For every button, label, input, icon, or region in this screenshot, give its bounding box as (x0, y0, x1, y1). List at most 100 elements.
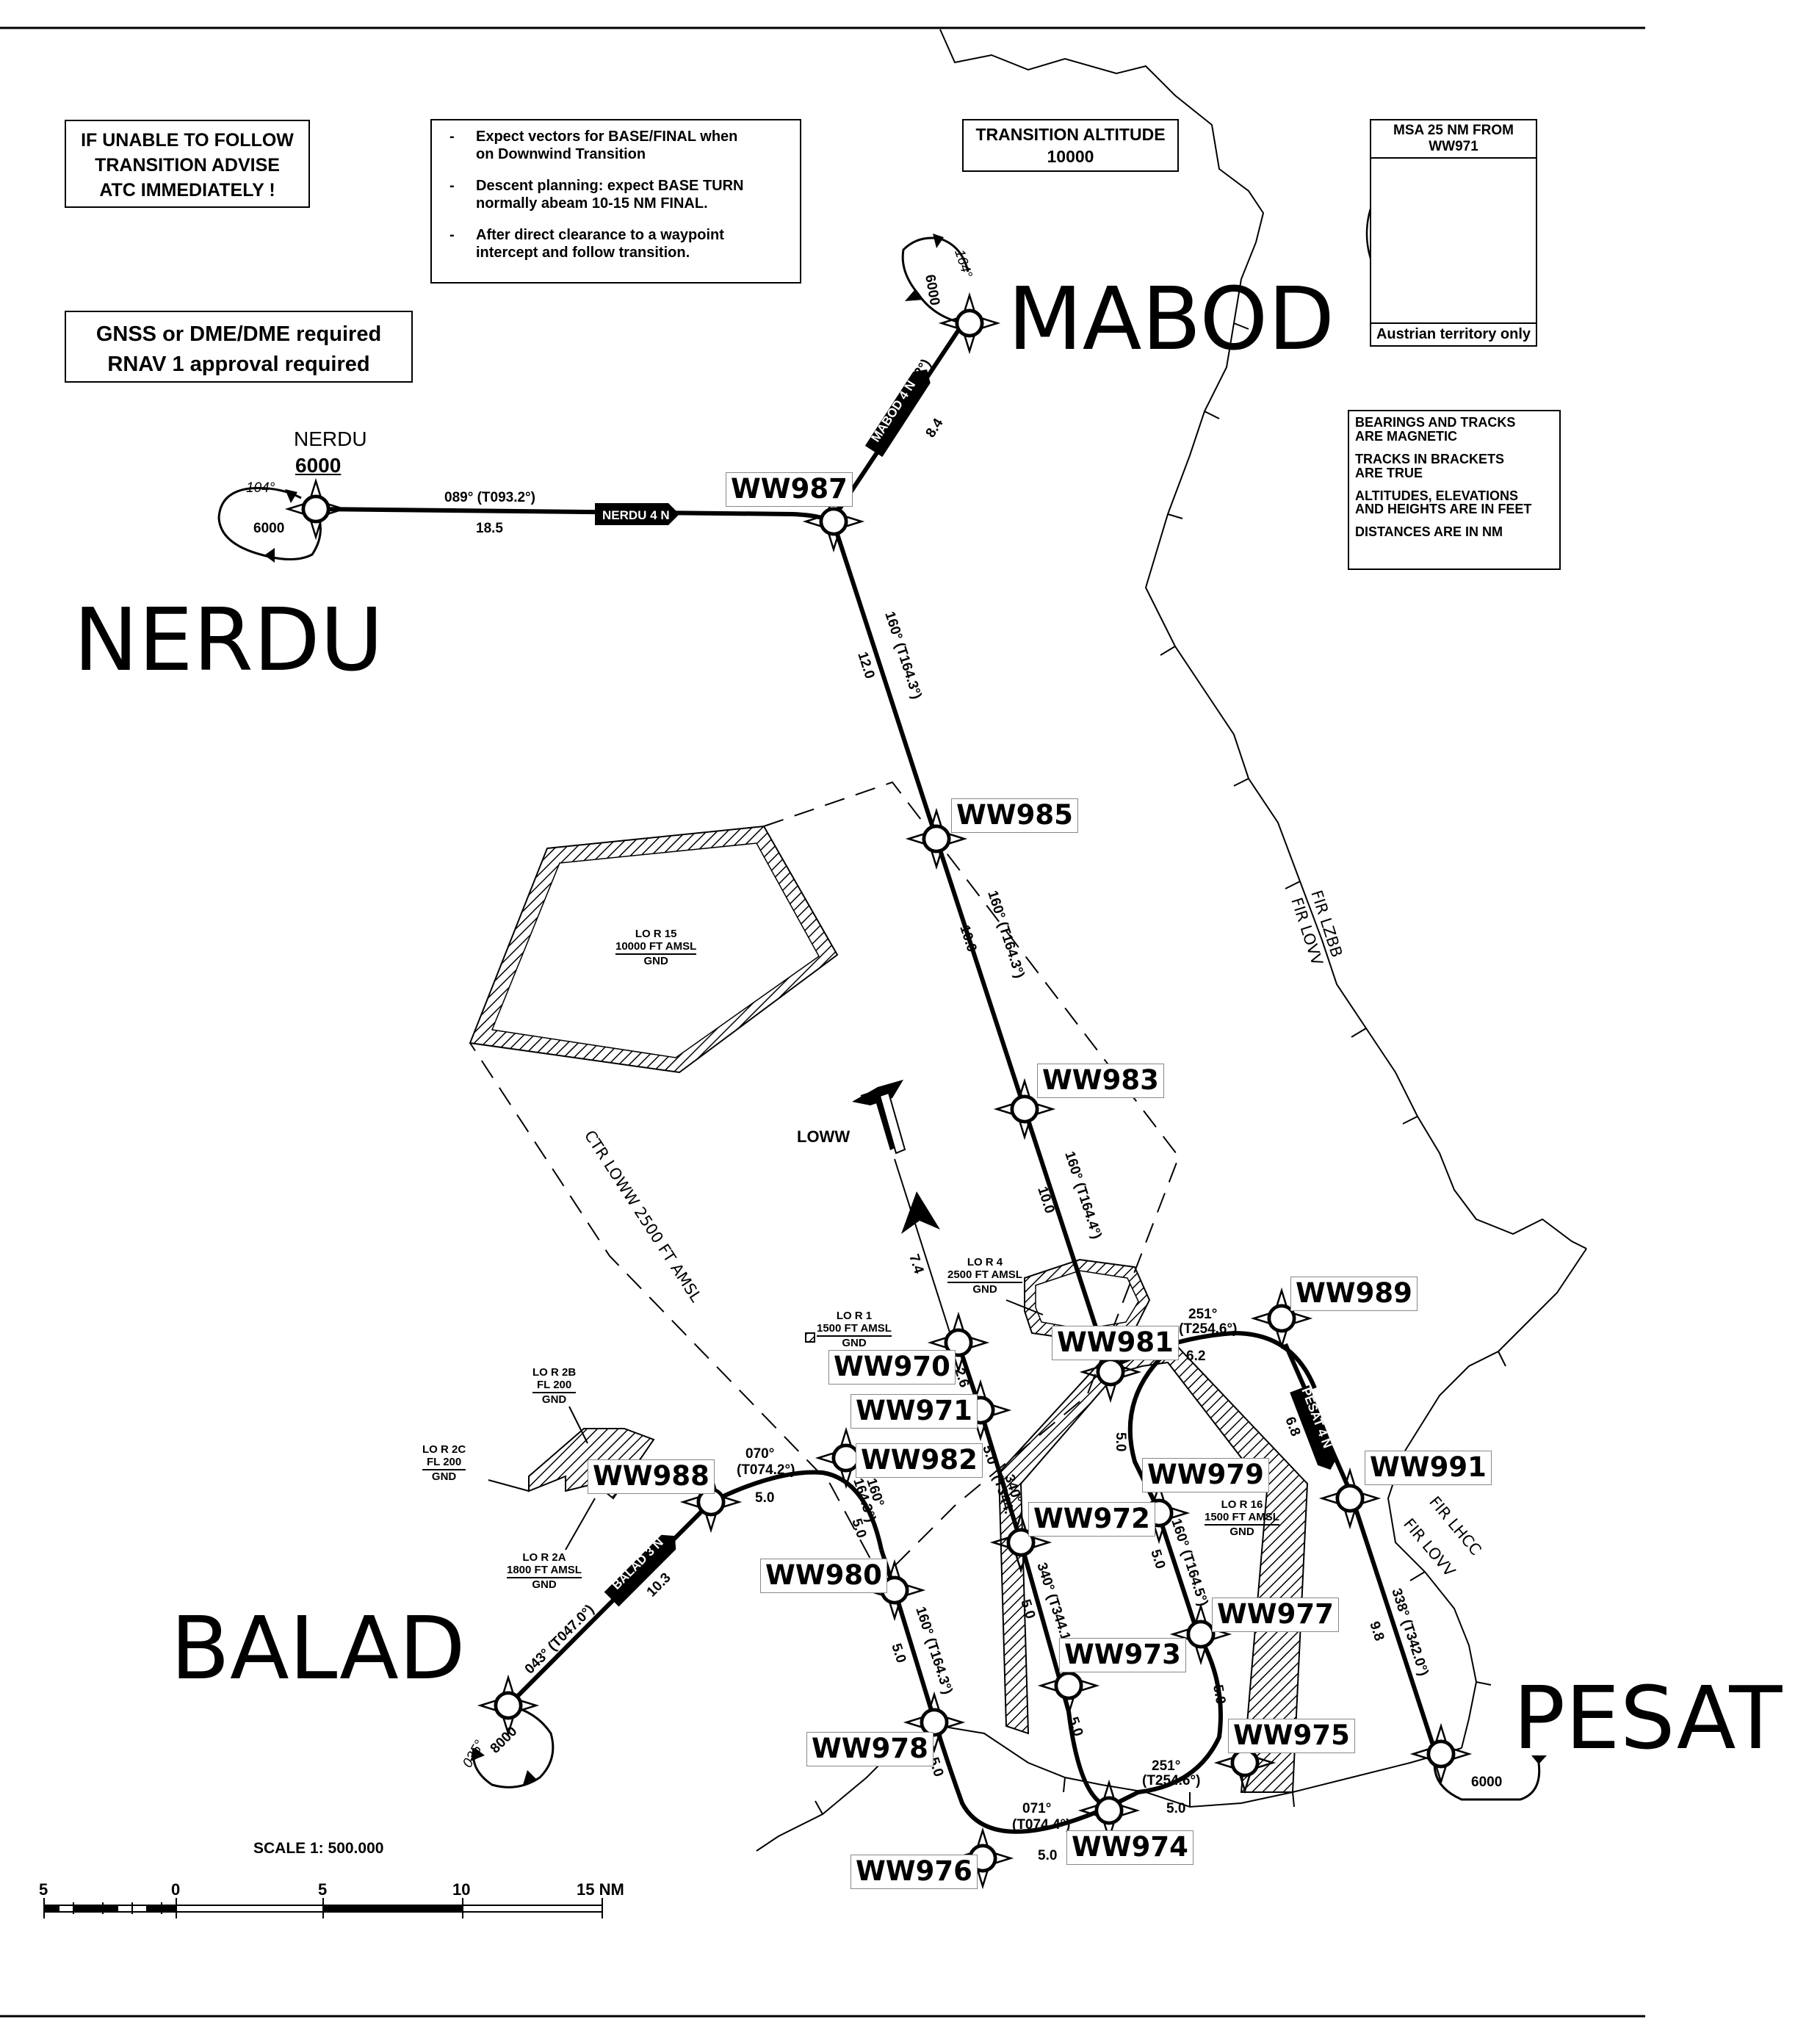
airspace-label-lor2c: LO R 2C FL 200 GND (422, 1443, 466, 1483)
hold-arrows (264, 234, 1547, 1785)
seg-975-974-track-2: (T254.6°) (1142, 1773, 1200, 1788)
waypoint-ww980[interactable]: WW980 (760, 1559, 887, 1593)
instruction-text: Descent planning: expect BASE TURN (476, 177, 744, 194)
waypoint-ww989[interactable]: WW989 (1290, 1277, 1418, 1311)
seg-987-985-dist: 12.0 (854, 650, 877, 681)
holding-patterns (217, 237, 1541, 1801)
scale-tick-10: 10 (452, 1880, 471, 1899)
hold-balad-course: 035° (460, 1738, 488, 1771)
instruction-text: Expect vectors for BASE/FINAL when (476, 129, 738, 145)
waypoint-ww972[interactable]: WW972 (1028, 1502, 1155, 1537)
airport-loww (852, 1080, 906, 1155)
note-line: DISTANCES ARE IN NM (1355, 524, 1503, 540)
airspace-label-lor1: LO R 1 1500 FT AMSL GND (817, 1310, 892, 1349)
seg-988-982-dist: 5.0 (755, 1490, 774, 1506)
fir-boundary-east (1387, 1248, 1587, 1749)
scale-tick-0: 0 (171, 1880, 181, 1899)
transition-altitude-label: TRANSITION ALTITUDE (975, 125, 1166, 144)
airspace-label-lor2b: LO R 2B FL 200 GND (532, 1366, 577, 1406)
note-line: ATC IMMEDIATELY ! (99, 179, 275, 201)
entry-point-mabod: MABOD (1008, 268, 1335, 369)
hold-nerdu-course: 104° (246, 480, 275, 496)
nerdu-track: 089° (T093.2°) (444, 490, 535, 505)
airspace-name: LO R 4 (967, 1256, 1003, 1268)
airspace-lower: GND (541, 1393, 567, 1406)
airspace-label-lor2a: LO R 2A 1800 FT AMSL GND (507, 1551, 582, 1591)
airspace-name: LO R 2C (422, 1443, 466, 1456)
airspace-upper: FL 200 (422, 1456, 466, 1470)
seg-980-978-track: 160° (T164.3°) (912, 1605, 955, 1696)
waypoint-ww977[interactable]: WW977 (1212, 1598, 1339, 1632)
hold-mabod-course: 164° (951, 248, 975, 280)
waypoint-ww971[interactable]: WW971 (851, 1394, 978, 1429)
seg-981-979-dist: 5.0 (1113, 1432, 1128, 1451)
waypoint-ww979[interactable]: WW979 (1142, 1458, 1269, 1492)
note-line: AND HEIGHTS ARE IN FEET (1355, 502, 1532, 517)
entry-point-balad: BALAD (170, 1598, 466, 1699)
entry-point-pesat: PESAT (1513, 1667, 1783, 1769)
airspace-name: LO R 15 (635, 928, 677, 940)
hold-nerdu (217, 487, 322, 560)
restricted-area-lor1 (805, 1332, 815, 1343)
airspace-lower: GND (842, 1336, 867, 1349)
seg-980-978-dist: 5.0 (888, 1642, 909, 1665)
airspace-name: LO R 16 (1221, 1498, 1263, 1511)
airspace-upper: 10000 FT AMSL (615, 940, 697, 955)
waypoint-ww970[interactable]: WW970 (828, 1350, 956, 1385)
waypoint-ww982[interactable]: WW982 (856, 1443, 983, 1478)
note-line: TRANSITION ADVISE (95, 154, 280, 176)
note-line: ARE TRUE (1355, 465, 1423, 480)
waypoint-ww985[interactable]: WW985 (951, 798, 1078, 833)
waypoint-ww976[interactable]: WW976 (851, 1855, 978, 1889)
waypoint-ww973[interactable]: WW973 (1059, 1638, 1186, 1672)
airspace-upper: 2500 FT AMSL (947, 1268, 1022, 1283)
airspace-lower: GND (643, 954, 668, 967)
mabod-dist: 8.4 (923, 416, 947, 441)
transition-altitude-box: TRANSITION ALTITUDE 10000 (962, 119, 1179, 172)
waypoint-ww991[interactable]: WW991 (1365, 1451, 1492, 1485)
seg-976-974-track-1: 071° (1022, 1801, 1051, 1816)
waypoint-ww974[interactable]: WW974 (1066, 1830, 1194, 1865)
nerdu-fix-name: NERDU (294, 427, 367, 450)
note-line: TRACKS IN BRACKETS (1355, 451, 1505, 466)
waypoint-ww987[interactable]: WW987 (726, 472, 853, 507)
instruction-text: After direct clearance to a waypoint (476, 226, 724, 243)
airspace-label-lor15: LO R 15 10000 FT AMSL GND (615, 928, 697, 967)
note-line: RNAV 1 approval required (107, 352, 370, 376)
waypoint-ww988[interactable]: WW988 (588, 1459, 715, 1494)
instruction-text: intercept and follow transition. (476, 244, 690, 261)
airspace-label-lor16: LO R 16 1500 FT AMSL GND (1205, 1498, 1279, 1538)
balad-track: 043° (T047.0°) (522, 1602, 598, 1678)
waypoint-ww983[interactable]: WW983 (1037, 1064, 1164, 1098)
seg-985-983-dist: 10.0 (956, 923, 979, 954)
msa-footer: Austrian territory only (1371, 322, 1536, 345)
airspace-name: LO R 1 (836, 1310, 873, 1322)
note-line: GNSS or DME/DME required (95, 322, 382, 346)
seg-975-974-track-1: 251° (1152, 1758, 1180, 1774)
seg-974-973-dist: 5.0 (1065, 1715, 1086, 1739)
airspace-lower: GND (1229, 1525, 1254, 1538)
bearing-note: DISTANCES ARE IN NM (1355, 525, 1553, 539)
seg-983-981-track: 160° (T164.4°) (1061, 1149, 1104, 1241)
note-unable-to-follow: IF UNABLE TO FOLLOW TRANSITION ADVISE AT… (65, 120, 310, 208)
fir-boundary-north (939, 29, 1587, 1249)
waypoint-ww981[interactable]: WW981 (1052, 1326, 1179, 1360)
waypoint-ww978[interactable]: WW978 (806, 1732, 934, 1766)
hold-mabod (901, 237, 969, 325)
airspace-name: LO R 2B (532, 1366, 577, 1379)
note-line: BEARINGS AND TRACKS (1355, 415, 1516, 430)
waypoint-ww975[interactable]: WW975 (1228, 1719, 1355, 1753)
seg-979-977-dist: 5.0 (1147, 1548, 1168, 1571)
seg-975-974-dist: 5.0 (1166, 1801, 1185, 1816)
airspace-upper: FL 200 (532, 1379, 577, 1393)
seg-988-982-track-2: (T074.2°) (737, 1462, 795, 1478)
seg-988-982-track-1: 070° (745, 1446, 774, 1462)
seg-970-loww-dist: 7.4 (906, 1252, 926, 1276)
airspace-upper: 1800 FT AMSL (507, 1564, 582, 1578)
